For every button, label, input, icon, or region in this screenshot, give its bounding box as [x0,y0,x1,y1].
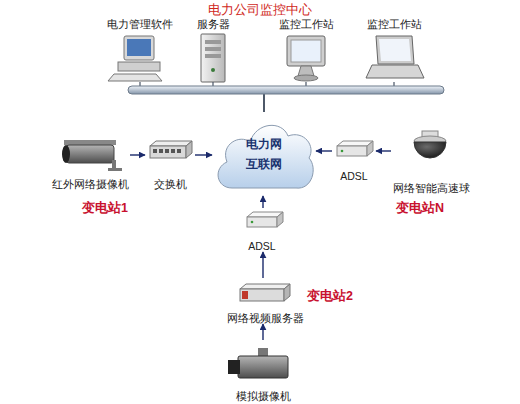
substation-label: 变电站2 [307,289,353,304]
device-label: 监控工作站 [367,18,422,30]
switch-icon [150,141,192,158]
arrow-connector [130,154,145,155]
modem-front [247,217,277,227]
laptop-icon [366,36,424,78]
network-cloud: 电力网 互联网 [212,112,316,196]
switch-port [153,149,157,153]
diagram-title: 电力公司监控中心 [0,2,520,18]
dome-camera-node: 网络智能高速球 [391,128,471,194]
server-led [211,68,215,72]
device-label: 电力管理软件 [107,18,173,30]
pc-screen [127,39,151,56]
camera-body [66,145,114,163]
monitor-icon [287,36,325,81]
monitor-screen [291,40,321,62]
server-bay [205,47,221,51]
switch-top [150,141,192,146]
modem-side [367,141,373,156]
switch-side [186,141,192,158]
substation-label: 变电站N [396,201,444,216]
server-icon [201,34,225,82]
switch-port [171,149,175,153]
adsl-modem-icon [247,212,283,227]
device-label: 交换机 [154,178,187,190]
camera-mount [258,348,268,356]
camera-node: 模拟摄像机 [225,340,301,402]
laptop-lid [376,36,414,64]
rack-side [284,284,290,301]
arrow-connector [262,252,263,278]
pc-monitor [124,36,154,60]
monitor-foot [294,75,318,81]
camera-body [238,356,288,378]
camera-lens [228,360,240,374]
modem-led [251,221,254,224]
switch-node: 交换机 [145,138,195,190]
pc-base [118,62,160,71]
rack-stripe [242,291,248,299]
camera-bracket [108,168,122,171]
arrow-connector [262,196,263,208]
device-label: ADSL [248,240,275,252]
arrow-connector [262,324,263,340]
arrow-connector [376,150,391,151]
modem-front [337,146,367,156]
dome-camera-icon [414,131,446,158]
server-bay [205,54,221,58]
adsl-modem-icon [337,141,373,156]
network-bus-bar [128,86,444,94]
server-case [201,34,225,82]
device-label: 网络智能高速球 [393,182,470,194]
arrow-connector [316,150,332,151]
camera-lens [62,145,70,163]
camera-node: 红外网络摄像机 [50,138,130,190]
workstation-node: 监控工作站 [275,18,337,82]
adsl-node: ADSL [332,138,376,182]
modem-led [341,150,344,153]
monitor-frame [287,36,325,66]
rack-top [240,284,290,289]
device-label: 网络视频服务器 [227,312,304,324]
device-label: 模拟摄像机 [236,390,291,402]
substation-label: 变电站1 [82,201,128,216]
pc-icon [108,36,162,81]
box-camera-icon [228,348,288,378]
laptop-screen [379,39,411,61]
cloud-shape [218,125,313,188]
pc-keyboard [108,74,162,81]
device-label: 监控工作站 [279,18,334,30]
video-server-node: 网络视频服务器 [222,278,308,324]
modem-side [277,212,283,227]
arrow-connector [195,154,212,155]
dome-ball [414,142,446,158]
device-label: ADSL [340,170,367,182]
bullet-camera-icon [62,140,122,171]
cloud-label: 电力网 互联网 [244,134,284,174]
server-node: 服务器 [190,18,236,82]
laptop-base [366,65,424,78]
rack-front [240,289,284,301]
switch-port [165,149,169,153]
server-bay [205,40,221,44]
switch-front [150,146,186,158]
device-label: 服务器 [197,18,230,30]
switch-port [177,149,181,153]
cloud-outline [212,112,316,196]
pc-node: 电力管理软件 [108,18,172,82]
switch-port [159,149,163,153]
workstation-node: 监控工作站 [362,18,426,82]
camera-shield [64,140,116,145]
video-server-icon [240,284,290,301]
device-label: 红外网络摄像机 [52,178,129,190]
adsl-node: ADSL [240,208,284,252]
